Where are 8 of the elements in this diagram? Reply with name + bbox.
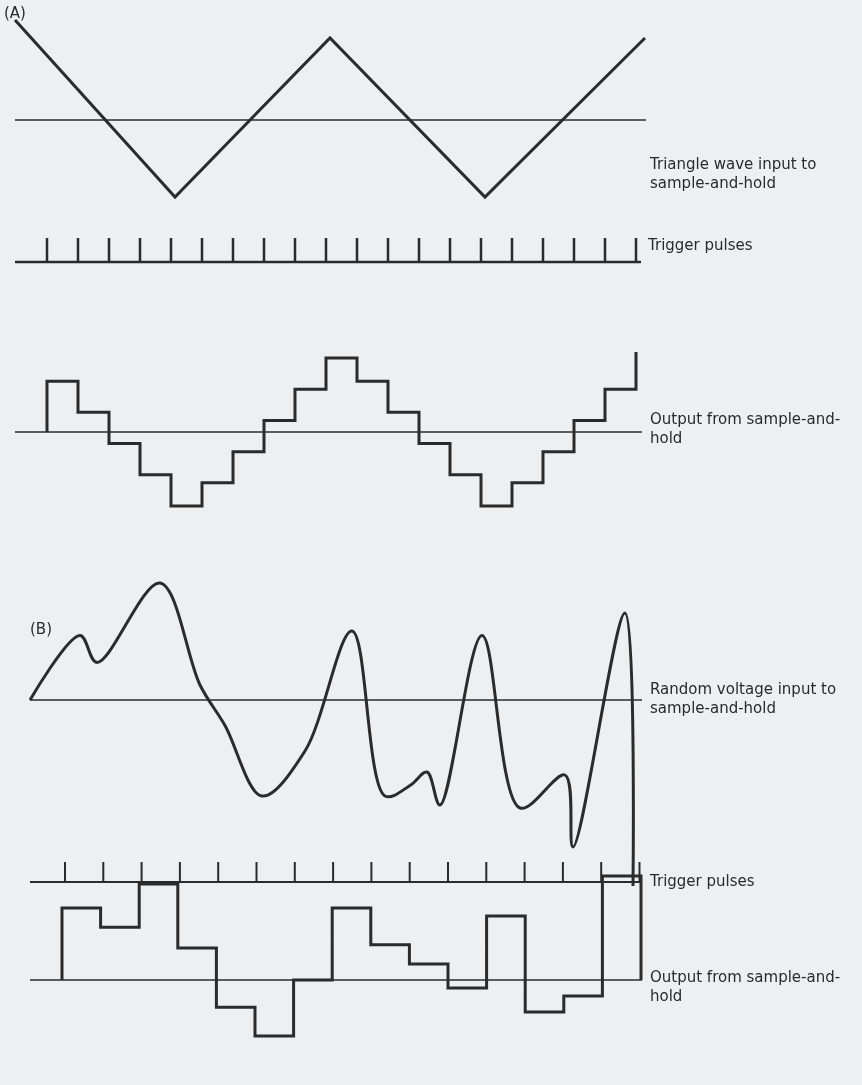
waveform-label: Trigger pulses [650,872,756,891]
panel-label: (A) [4,4,27,23]
panel-label: (B) [30,620,53,639]
waveform-label: Random voltage input to sample-and-hold [650,680,838,718]
waveform-label: Triangle wave input to sample-and-hold [650,155,818,193]
waveform-label: Output from sample-and-hold [650,410,842,448]
waveform-label: Trigger pulses [648,236,754,255]
waveform-label: Output from sample-and-hold [650,968,842,1006]
